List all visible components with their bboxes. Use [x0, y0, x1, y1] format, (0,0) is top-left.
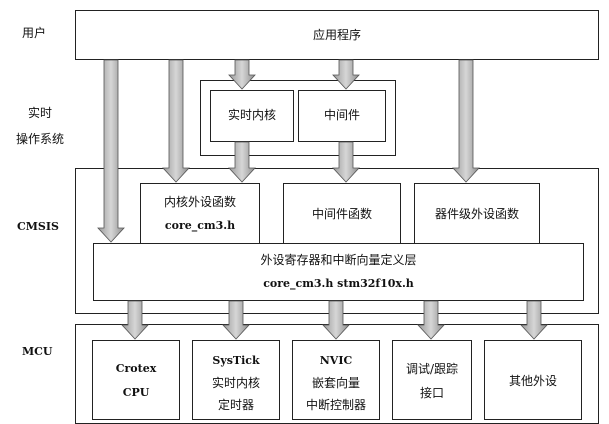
- rtos-kernel-box: 实时内核: [210, 90, 294, 142]
- core-peripheral-functions-title: 内核外设函数: [163, 195, 236, 209]
- layer-label-user: 用户: [22, 26, 47, 40]
- middleware-label: 中间件: [323, 108, 360, 122]
- mcu-block-nvic-line2: 嵌套向量: [311, 376, 360, 390]
- mcu-block-debug-line1: 调试/跟踪: [405, 362, 459, 376]
- mcu-block-other-peripherals-line1: 其他外设: [508, 374, 557, 388]
- arrow-layer-to-other: [520, 300, 548, 340]
- device-peripheral-functions-box: 器件级外设函数: [414, 183, 540, 245]
- mcu-block-nvic-line1: NVIC: [319, 354, 353, 367]
- device-peripheral-functions-label: 器件级外设函数: [434, 207, 519, 221]
- mcu-block-systick-line1: SysTick: [212, 354, 260, 367]
- middleware-functions-label: 中间件函数: [311, 207, 372, 221]
- arrow-layer-to-systick: [222, 300, 250, 340]
- arrow-app-to-register-layer: [97, 59, 125, 243]
- arrow-app-to-device-functions: [452, 59, 480, 183]
- arrow-app-to-rtos-kernel: [228, 59, 256, 90]
- middleware-box: 中间件: [298, 90, 386, 142]
- mcu-block-nvic-line3: 中断控制器: [305, 398, 366, 412]
- mcu-block-systick-line2: 实时内核: [211, 376, 260, 390]
- flow-arrows: [97, 59, 548, 340]
- mcu-block-cpu: Crotex CPU: [92, 340, 180, 420]
- peripheral-register-layer-title: 外设寄存器和中断向量定义层: [260, 253, 417, 267]
- arrow-layer-to-cpu: [121, 300, 149, 340]
- arrow-layer-to-nvic: [322, 300, 350, 340]
- mcu-block-cpu-line2: CPU: [122, 386, 150, 399]
- layer-label-rtos-2: 操作系统: [16, 132, 65, 146]
- rtos-kernel-label: 实时内核: [227, 108, 276, 122]
- layer-label-mcu: MCU: [22, 345, 53, 358]
- middleware-functions-box: 中间件函数: [283, 183, 401, 245]
- app-box: 应用程序: [75, 10, 599, 60]
- mcu-block-systick: SysTick 实时内核 定时器: [192, 340, 280, 420]
- app-label: 应用程序: [312, 28, 361, 42]
- peripheral-register-layer-files: core_cm3.h stm32f10x.h: [263, 277, 414, 290]
- layer-label-cmsis: CMSIS: [17, 220, 59, 233]
- peripheral-register-layer-box: 外设寄存器和中断向量定义层 core_cm3.h stm32f10x.h: [93, 243, 584, 301]
- mcu-block-cpu-line1: Crotex: [115, 362, 157, 375]
- mcu-block-debug: 调试/跟踪 接口: [392, 340, 472, 420]
- arrow-app-to-middleware: [332, 59, 360, 90]
- mcu-block-systick-line3: 定时器: [217, 398, 254, 412]
- arrow-app-to-core-functions: [162, 59, 190, 183]
- layer-label-rtos-1: 实时: [28, 106, 53, 120]
- arrow-rtos-to-core-functions: [228, 141, 256, 183]
- arrow-layer-to-debug: [417, 300, 445, 340]
- core-peripheral-functions-file: core_cm3.h: [164, 219, 236, 232]
- mcu-block-debug-line2: 接口: [419, 386, 444, 400]
- arrow-middleware-to-middleware-functions: [332, 141, 360, 183]
